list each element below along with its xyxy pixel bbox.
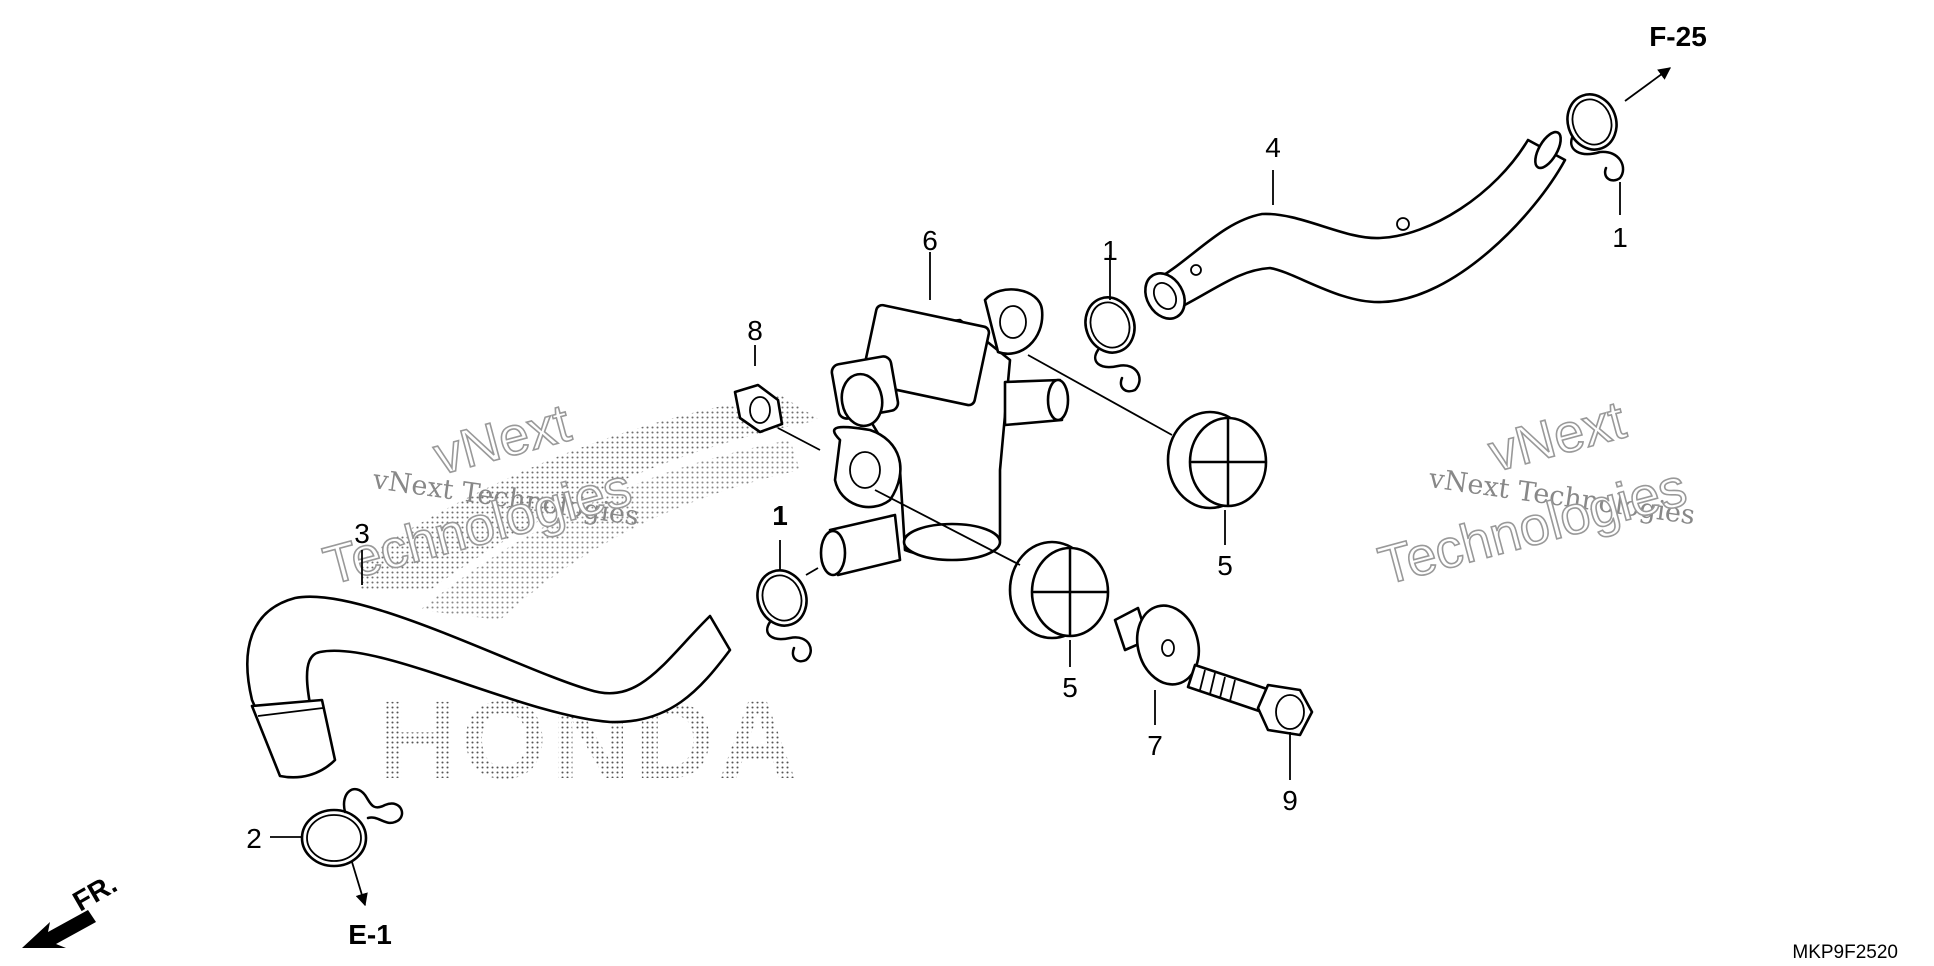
reference-e1: E-1	[348, 919, 392, 950]
honda-wing-watermark-2	[420, 440, 800, 620]
drawing-code: MKP9F2520	[1792, 942, 1898, 963]
hose-clip-middle-part	[1084, 296, 1141, 393]
callout-7: 7	[1147, 730, 1163, 761]
hose-lower-part	[246, 595, 732, 779]
callout-5-lower: 5	[1062, 672, 1078, 703]
hose-upper-part	[1144, 130, 1567, 320]
callout-1-right: 1	[1612, 222, 1628, 253]
hose-clip-bottom-part	[300, 788, 404, 868]
callout-8: 8	[747, 315, 763, 346]
callout-4: 4	[1265, 132, 1281, 163]
callout-numbers: 1 1 1 2 3 4 5 5 6 7 8 9	[246, 132, 1628, 854]
callout-1-middle: 1	[1102, 235, 1118, 266]
bolt-part	[1186, 663, 1314, 737]
collar-part	[1113, 604, 1201, 686]
honda-wing-watermark	[360, 395, 820, 590]
callout-3: 3	[354, 518, 370, 549]
callout-6: 6	[922, 225, 938, 256]
callout-5-upper: 5	[1217, 550, 1233, 581]
grommet-lower-part	[1008, 540, 1110, 640]
vnext-watermark-right: vNext Technologies vNext Technologies	[1372, 389, 1697, 597]
callout-2: 2	[246, 823, 262, 854]
watermark-big-top-right: vNext	[1483, 390, 1632, 484]
hose-clip-lower-part	[756, 569, 812, 663]
air-injection-valve-part	[819, 288, 1070, 577]
vnext-watermark-left: vNext Technologies vNext Technologies	[317, 392, 641, 597]
nut-part	[733, 383, 784, 434]
callout-9: 9	[1282, 785, 1298, 816]
grommet-upper-part	[1166, 410, 1268, 510]
leader-lines	[270, 67, 1672, 907]
honda-watermark: HONDA	[360, 395, 820, 802]
front-label: FR.	[68, 868, 123, 917]
reference-f25: F-25	[1649, 21, 1707, 52]
hose-clip-upper-right-part	[1566, 93, 1625, 182]
front-direction-arrow-icon: FR.	[22, 868, 122, 948]
callout-1-lower: 1	[772, 500, 788, 531]
